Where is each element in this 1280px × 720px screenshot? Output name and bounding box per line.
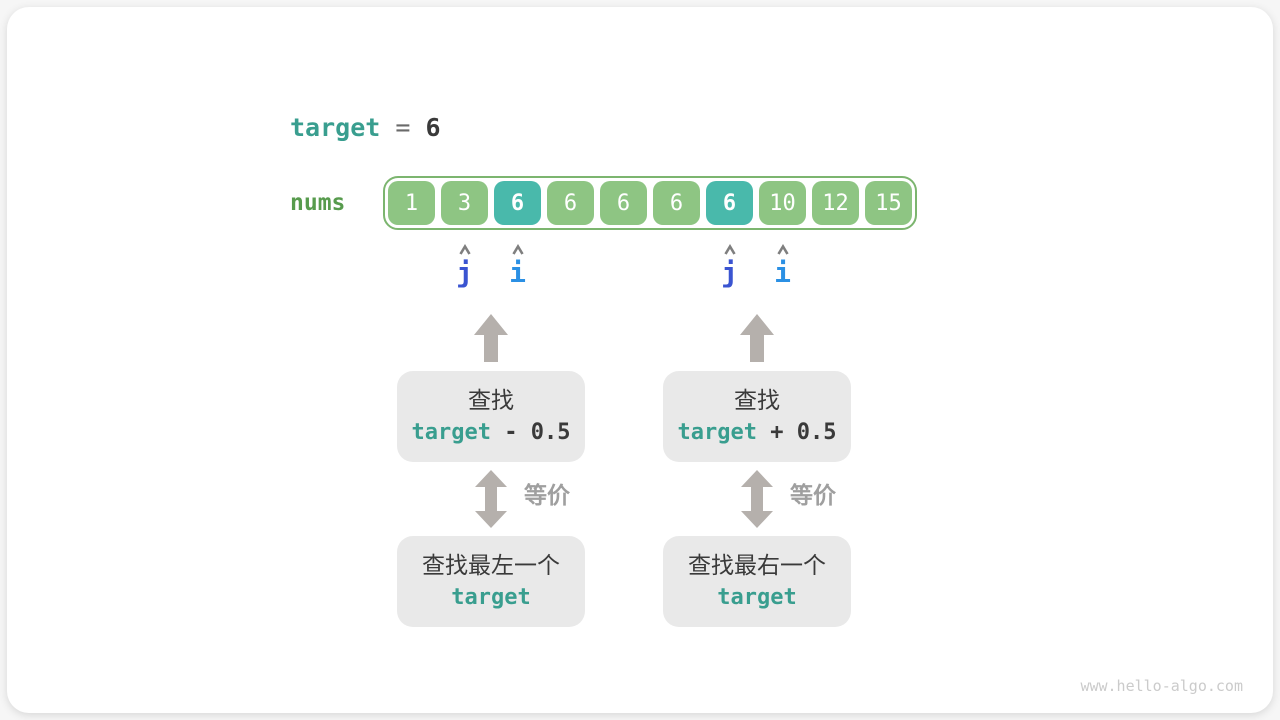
pointer-label: j [456,256,473,289]
search-box-right: 查找 target + 0.5 [663,371,851,462]
target-value: 6 [425,113,441,142]
result-box-right: 查找最右一个 target [663,536,851,627]
expression-variable: target [677,420,757,445]
search-box-right-caption: 查找 [734,388,780,414]
result-target-variable: target [717,585,797,610]
pointer-label: i [509,256,526,289]
array-cell: 12 [812,181,859,225]
result-target-variable: target [451,585,531,610]
expression-suffix: - 0.5 [491,420,571,445]
result-box-left-caption: 查找最左一个 [422,553,560,579]
up-arrow-icon [474,314,508,362]
array-cell: 6 [494,181,541,225]
result-box-left-target: target [451,585,530,611]
up-arrow-icon [740,314,774,362]
array-cell: 10 [759,181,806,225]
array-cell: 6 [547,181,594,225]
pointer-j: j [450,244,480,290]
pointer-i: i [768,244,798,290]
target-variable: target [290,113,381,142]
search-box-left-expression: target - 0.5 [412,420,571,446]
pointer-i: i [503,244,533,290]
search-box-left-caption: 查找 [468,388,514,414]
array-cell: 1 [388,181,435,225]
diagram-card [7,7,1273,713]
double-arrow-icon [475,470,507,528]
equals-sign: = [380,113,426,142]
expression-variable: target [411,420,491,445]
array-cell: 6 [706,181,753,225]
nums-label: nums [290,190,346,216]
caret-up-icon [511,244,524,255]
search-box-left: 查找 target - 0.5 [397,371,585,462]
pointer-j: j [715,244,745,290]
target-assignment: target = 6 [290,112,441,144]
caret-up-icon [776,244,789,255]
equivalence-label-right: 等价 [790,483,836,509]
result-box-right-caption: 查找最右一个 [688,553,826,579]
array-cell: 6 [600,181,647,225]
result-box-right-target: target [717,585,796,611]
array-cell: 6 [653,181,700,225]
double-arrow-icon [741,470,773,528]
equivalence-label-left: 等价 [524,483,570,509]
array-cell: 3 [441,181,488,225]
caret-up-icon [458,244,471,255]
watermark: www.hello-algo.com [1080,677,1243,695]
result-box-left: 查找最左一个 target [397,536,585,627]
pointer-label: i [774,256,791,289]
array-cell: 15 [865,181,912,225]
search-box-right-expression: target + 0.5 [678,420,837,446]
caret-up-icon [723,244,736,255]
pointer-label: j [721,256,738,289]
expression-suffix: + 0.5 [757,420,837,445]
